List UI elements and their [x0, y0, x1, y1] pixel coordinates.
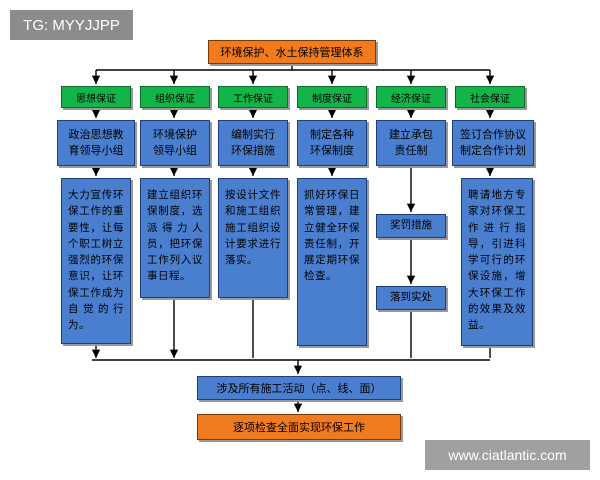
category-box-system: 制度保证 — [297, 86, 367, 108]
level2-box-work: 编制实行 环保措施 — [218, 120, 288, 166]
implementation-box: 落到实处 — [376, 286, 446, 310]
level2-box-ideology: 政治思想教 育领导小组 — [57, 120, 135, 166]
level3-box-social: 聘请地方专家对环保工作进行指导，引进科学可行的环保设施，增大环保工作的效果及效益… — [461, 178, 533, 346]
level2-box-system: 制定各种 环保制度 — [297, 120, 367, 166]
inspection-result-box: 逐项检查全面实现环保工作 — [197, 414, 401, 440]
level2-box-organization: 环境保护 领导小组 — [140, 120, 210, 166]
level3-box-system: 抓好环保日常管理，建立健全环保责任制，开展定期环保检查。 — [297, 178, 367, 346]
construction-activities-box: 涉及所有施工活动（点、线、面） — [197, 376, 401, 400]
watermark-url: www.ciatlantic.com — [425, 440, 590, 470]
category-box-work: 工作保证 — [218, 86, 288, 108]
category-box-ideology: 思想保证 — [61, 86, 131, 108]
reward-penalty-box: 奖罚措施 — [376, 214, 446, 238]
level2-box-economic: 建立承包 责任制 — [376, 120, 446, 166]
category-box-economic: 经济保证 — [376, 86, 446, 108]
system-title-box: 环境保护、水土保持管理体系 — [208, 40, 376, 64]
watermark-tag: TG: MYYJJPP — [10, 10, 133, 40]
level3-box-ideology: 大力宣传环保工作的重要性，让每个职工树立强烈的环保意识，让环保工作成为自觉的行为… — [61, 178, 131, 344]
category-box-organization: 组织保证 — [140, 86, 210, 108]
level2-box-social: 签订合作协议 制定合作计划 — [452, 120, 534, 166]
level3-box-organization: 建立组织环保制度，选派得力人员，把环保工作列入议事日程。 — [140, 178, 210, 298]
level3-box-work: 按设计文件和施工组织施工组织设计要求进行落实。 — [218, 178, 288, 298]
category-box-social: 社会保证 — [455, 86, 525, 108]
